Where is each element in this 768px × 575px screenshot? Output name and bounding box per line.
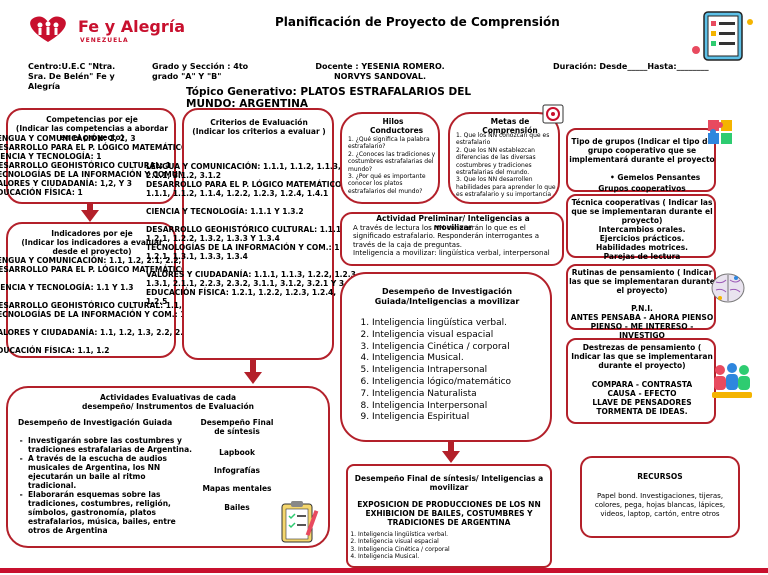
competencias-list: LENGUA Y COMUNICACIÓN: 1, 2, 3 DESARROLL… xyxy=(0,134,230,197)
bottom-bar xyxy=(0,568,768,573)
preliminar-heading: Actividad Preliminar/ Inteligencias a mo… xyxy=(376,214,530,232)
tecnica-box xyxy=(566,194,716,258)
col2-item: Infografías xyxy=(213,466,261,475)
competencias-box xyxy=(6,108,176,204)
list-item: Inteligencia visual espacial xyxy=(358,538,548,545)
arrow-down-icon xyxy=(244,372,262,384)
indicadores-box xyxy=(6,222,176,358)
list-item: Inteligencia Interpersonal xyxy=(372,401,562,413)
preliminar-box xyxy=(340,212,564,266)
col1-heading: Desempeño de Investigación Guiada xyxy=(18,418,173,427)
investigacion-list: Inteligencia lingüística verbal. Intelig… xyxy=(356,318,562,424)
list-item: Inteligencia Naturalista xyxy=(372,389,562,401)
col2-item: Bailes xyxy=(224,503,250,512)
criterios-list: LENGUA Y COMUNICACIÓN: 1.1.1, 1.1.2, 1.1… xyxy=(146,162,368,306)
tecnica-heading: Técnica cooperativas ( Indicar las que s… xyxy=(571,198,713,225)
list-item: Inteligencia Musical. xyxy=(372,353,562,365)
recursos-box xyxy=(580,456,740,538)
centro-label: Centro:U.E.C "Ntra. Sra. De Belén" Fe y … xyxy=(28,62,116,91)
metas-list: 1. Que los NN conozcan que es estrafalar… xyxy=(456,132,556,199)
final-body: EXPOSICION DE PRODUCCIONES DE LOS NN EXH… xyxy=(357,500,541,527)
col2-item: Mapas mentales xyxy=(202,484,272,493)
arrow-stem xyxy=(250,360,256,372)
hilos-list: 1. ¿Qué significa la palabra estrafalari… xyxy=(348,136,436,195)
arrow-down-icon xyxy=(442,451,460,463)
arrow-down-icon xyxy=(81,210,99,222)
hilos-box xyxy=(340,112,440,204)
page-title: Planificación de Proyecto de Comprensión xyxy=(275,15,560,29)
list-item: Inteligencia lingüística verbal. xyxy=(372,318,562,330)
recursos-body: Papel bond. Investigaciones, tijeras, co… xyxy=(594,492,726,518)
topico-generativo: Tópico Generativo: PLATOS ESTRAFALARIOS … xyxy=(186,86,472,110)
destrezas-list: COMPARA - CONTRASTA CAUSA - EFECTO LLAVE… xyxy=(591,380,693,416)
rutinas-list: P.N.I. ANTES PENSABA - AHORA PIENSO PIEN… xyxy=(570,304,714,340)
preliminar-body: A través de lectura los NN conocerán lo … xyxy=(353,224,550,257)
investigacion-heading: Desempeño de Investigación Guiada/Inteli… xyxy=(374,287,520,306)
checklist-icon xyxy=(690,10,756,62)
clipboard-icon xyxy=(274,500,320,544)
list-item: Elaborarán esquemas sobre las tradicione… xyxy=(28,490,192,535)
actividades-heading: Actividades Evaluativas de cada desempeñ… xyxy=(81,393,254,411)
tipo-grupos-tail: Grupos cooperativos xyxy=(598,184,686,193)
competencias-heading: Competencias por eje (Indicar las compet… xyxy=(15,115,169,142)
brand-name: Fe y Alegría xyxy=(78,17,186,36)
indicadores-list: LENGUA Y COMUNICACIÓN: 1.1, 1.2, 2.1, 2.… xyxy=(0,256,244,355)
rutinas-heading: Rutinas de pensamiento ( Indicar las que… xyxy=(569,268,715,295)
criterios-box xyxy=(182,108,334,360)
list-item: Inteligencia Musical. xyxy=(358,553,548,560)
final-box xyxy=(346,464,552,568)
docente-label: Docente : YESENIA ROMERO. NORVYS SANDOVA… xyxy=(315,62,445,81)
list-item: Inteligencia Intrapersonal xyxy=(372,365,562,377)
metas-heading: Metas de Comprensión xyxy=(482,117,538,135)
actividades-box xyxy=(6,386,330,548)
tecnica-list: Intercambios orales. Ejercicios práctico… xyxy=(595,225,689,261)
list-item: Investigarán sobre las costumbres y trad… xyxy=(28,436,192,454)
investigacion-box xyxy=(340,272,552,442)
col1-list: Investigarán sobre las costumbres y trad… xyxy=(14,436,192,535)
destrezas-box xyxy=(566,338,716,424)
col2-heading: Desempeño Final de síntesis xyxy=(200,418,274,436)
arrow-stem xyxy=(87,204,93,212)
puzzle-icon xyxy=(706,118,734,146)
list-item: Inteligencia lingüística verbal. xyxy=(358,531,548,538)
destrezas-heading: Destrezas de pensamiento ( Indicar las q… xyxy=(571,343,713,370)
final-heading: Desempeño Final de síntesis/ Inteligenci… xyxy=(354,474,544,492)
brand-country: VENEZUELA xyxy=(80,37,129,44)
list-item: Inteligencia lógico/matemático xyxy=(372,377,562,389)
list-item: Inteligencia Cinética / corporal xyxy=(372,342,562,354)
grado-label: Grado y Sección : 4to grado "A" Y "B" xyxy=(152,62,249,81)
final-list: Inteligencia lingüística verbal. Intelig… xyxy=(342,531,548,561)
rutinas-box xyxy=(566,264,716,330)
col2-item: Lapbook xyxy=(219,448,255,457)
metas-box xyxy=(448,112,560,204)
tipo-grupos-heading: Tipo de grupos (Indicar el tipo de grupo… xyxy=(569,137,715,164)
brand-logo-icon xyxy=(24,14,72,44)
target-icon xyxy=(542,104,564,124)
list-item: Inteligencia Espiritual xyxy=(372,412,562,424)
duracion-label: Duración: Desde_____Hasta:________ xyxy=(553,62,709,71)
list-item: Inteligencia Cinética / corporal xyxy=(358,546,548,553)
hilos-heading: Hilos Conductores xyxy=(370,117,424,135)
recursos-heading: RECURSOS xyxy=(637,472,683,481)
list-item: A través de la escucha de audios musical… xyxy=(28,454,192,490)
list-item: Inteligencia visual espacial xyxy=(372,330,562,342)
tipo-grupos-box xyxy=(566,128,716,192)
indicadores-heading: Indicadores por eje (Indicar los indicad… xyxy=(21,229,163,256)
team-icon xyxy=(708,358,756,402)
arrow-stem xyxy=(448,442,454,452)
brain-icon xyxy=(708,268,748,308)
criterios-heading: Criterios de Evaluación (Indicar los cri… xyxy=(192,118,326,136)
tipo-grupos-item: • Gemelos Pensantes xyxy=(610,173,701,182)
